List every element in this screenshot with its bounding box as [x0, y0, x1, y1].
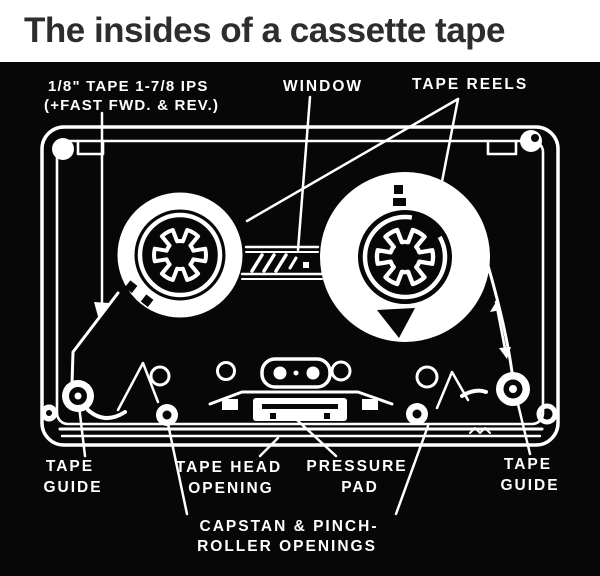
diagram-labels: 1/8" TAPE 1-7/8 IPS (+FAST FWD. & REV.) … [43, 76, 559, 555]
bottom-mechanism [62, 357, 530, 426]
label-tape-spec: 1/8" TAPE 1-7/8 IPS [48, 78, 209, 95]
hole-mid-right-icon [330, 360, 352, 382]
label-pressure-2: PAD [341, 479, 379, 496]
tape-direction-down-arrow-icon [499, 347, 511, 359]
tape-guide-left-roller-icon [62, 380, 94, 412]
label-tape-guide-left-1: TAPE [46, 458, 94, 475]
tape-guide-right-roller-icon [496, 372, 530, 406]
corner-screws [40, 130, 558, 425]
right-reel-hub-icon [374, 227, 436, 287]
hole-right-icon [415, 365, 439, 389]
label-capstan-1: CAPSTAN & PINCH- [200, 518, 379, 535]
screw-top-right-icon [520, 130, 542, 152]
screw-top-left-icon [52, 138, 74, 160]
label-tape-head-2: OPENING [188, 480, 273, 497]
window-area [240, 245, 324, 280]
label-tape-head-1: TAPE HEAD [176, 459, 282, 476]
cassette-diagram-svg: 1/8" TAPE 1-7/8 IPS (+FAST FWD. & REV.) … [0, 62, 600, 576]
page-title: The insides of a cassette tape [24, 11, 506, 50]
title-bar: The insides of a cassette tape [0, 0, 600, 62]
label-tape-guide-right-2: GUIDE [500, 477, 559, 494]
left-tape-reel [117, 192, 243, 318]
leader-lines [77, 95, 532, 516]
diagram-background [0, 62, 600, 576]
left-reel-hub-icon [152, 228, 208, 282]
pressure-pad-assembly [260, 357, 332, 389]
label-window: WINDOW [283, 78, 363, 95]
label-tape-guide-left-2: GUIDE [43, 479, 102, 496]
right-tape-reel [320, 172, 490, 342]
label-tape-spec-note: (+FAST FWD. & REV.) [44, 97, 219, 114]
cassette-diagram: 1/8" TAPE 1-7/8 IPS (+FAST FWD. & REV.) … [0, 62, 600, 576]
label-capstan-2: ROLLER OPENINGS [197, 538, 377, 555]
label-tape-guide-right-1: TAPE [504, 456, 552, 473]
screw-bottom-right-icon [536, 403, 558, 425]
label-tape-reels: TAPE REELS [412, 76, 528, 93]
hole-left-icon [149, 365, 171, 387]
tape-direction-up-arrow-icon [490, 302, 501, 312]
tape-spec-arrow-icon [94, 302, 109, 320]
label-pressure-1: PRESSURE [306, 458, 407, 475]
tape-head-opening-assembly [208, 390, 394, 421]
hole-mid-left-icon [216, 361, 236, 381]
